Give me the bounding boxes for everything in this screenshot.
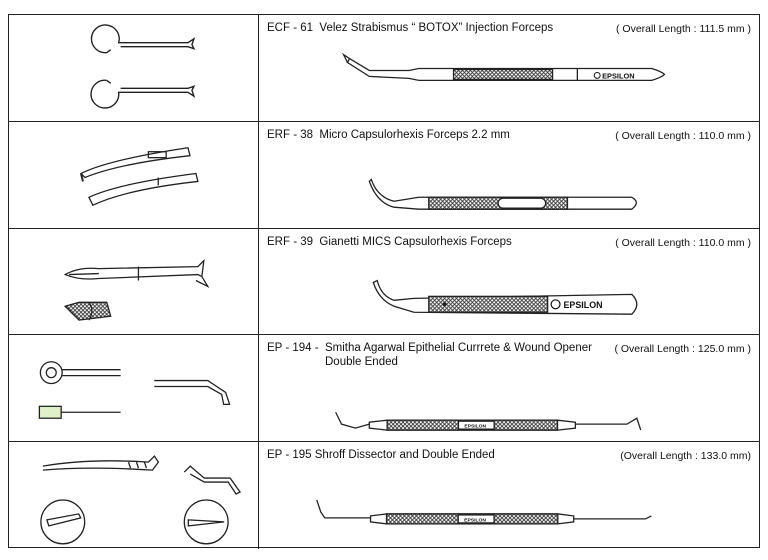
product-title: EP - 194 - Smitha Agarwal Epithelial Cur… <box>267 342 592 354</box>
ring-curette-tip <box>39 361 121 385</box>
product-catalog: ECF - 61 Velez Strabismus “ BOTOX” Injec… <box>8 14 760 549</box>
product-cell: ERF - 38 Micro Capsulorhexis Forceps 2.2… <box>259 122 759 228</box>
product-row-erf-38: ERF - 38 Micro Capsulorhexis Forceps 2.2… <box>9 122 759 229</box>
open-jaw-lower <box>88 172 199 207</box>
tip-detail-illustration <box>79 147 199 207</box>
tip-detail-cell <box>9 15 259 121</box>
product-cell: ERF - 39 Gianetti MICS Capsulorhexis For… <box>259 229 759 334</box>
tip-detail-illustration <box>40 455 242 545</box>
forceps-illustration: EPSILON <box>372 279 638 315</box>
double-ended-instrument-illustration: EPSILON <box>335 411 642 431</box>
tip-detail-cell <box>9 229 259 334</box>
forceps-illustration: EPSILON <box>341 52 666 82</box>
product-cell: ECF - 61 Velez Strabismus “ BOTOX” Injec… <box>259 15 759 121</box>
brand-logo-icon <box>550 299 561 310</box>
overall-length: ( Overall Length : 110.0 mm ) <box>615 130 751 142</box>
tip-detail-illustration <box>38 361 231 419</box>
product-title: ECF - 61 Velez Strabismus “ BOTOX” Injec… <box>267 22 554 34</box>
brand-logo: EPSILON <box>464 424 486 430</box>
tip-detail-cell <box>9 442 259 549</box>
magnified-tip-circle-left <box>40 499 86 545</box>
closed-jaw-tip <box>63 258 210 289</box>
product-row-ep-195: EP - 195 Shroff Dissector and Double End… <box>9 442 759 549</box>
curved-tip-side-view <box>183 465 242 495</box>
product-title: ERF - 38 Micro Capsulorhexis Forceps 2.2… <box>267 129 510 141</box>
product-title-line-2: Double Ended <box>325 356 398 368</box>
forceps-illustration <box>368 178 637 210</box>
ring-tip-upper <box>90 24 196 54</box>
product-row-ecf-61: ECF - 61 Velez Strabismus “ BOTOX” Injec… <box>9 15 759 122</box>
tip-detail-illustration <box>90 24 196 109</box>
brand-logo: EPSILON <box>464 517 486 523</box>
product-cell: EP - 194 - Smitha Agarwal Epithelial Cur… <box>259 335 759 441</box>
product-row-erf-39: ERF - 39 Gianetti MICS Capsulorhexis For… <box>9 229 759 335</box>
magnified-tip-circle-right <box>183 499 229 545</box>
rectangular-blade-tip <box>38 405 121 419</box>
product-cell: EP - 195 Shroff Dissector and Double End… <box>259 442 759 549</box>
product-title: ERF - 39 Gianetti MICS Capsulorhexis For… <box>267 236 512 248</box>
ring-tip-lower <box>90 79 196 109</box>
serrated-tip-closeup <box>63 301 112 321</box>
overall-length: (Overall Length : 133.0 mm) <box>620 450 751 462</box>
brand-logo-icon <box>593 71 601 79</box>
double-ended-instrument-illustration: EPSILON <box>316 499 652 525</box>
product-row-ep-194: EP - 194 - Smitha Agarwal Epithelial Cur… <box>9 335 759 442</box>
dissector-tip-side-view <box>42 455 160 471</box>
overall-length: ( Overall Length : 125.0 mm ) <box>614 343 751 355</box>
tip-detail-cell <box>9 122 259 228</box>
brand-logo: EPSILON <box>602 71 635 80</box>
brand-logo: EPSILON <box>563 300 602 310</box>
overall-length: ( Overall Length : 110.0 mm ) <box>615 237 751 249</box>
tip-detail-cell <box>9 335 259 441</box>
wound-opener-tip <box>154 379 231 405</box>
open-jaw-upper <box>79 147 191 179</box>
overall-length: ( Overall Length : 111.5 mm ) <box>616 23 751 35</box>
tip-detail-illustration <box>63 258 210 321</box>
product-title: EP - 195 Shroff Dissector and Double End… <box>267 449 495 461</box>
